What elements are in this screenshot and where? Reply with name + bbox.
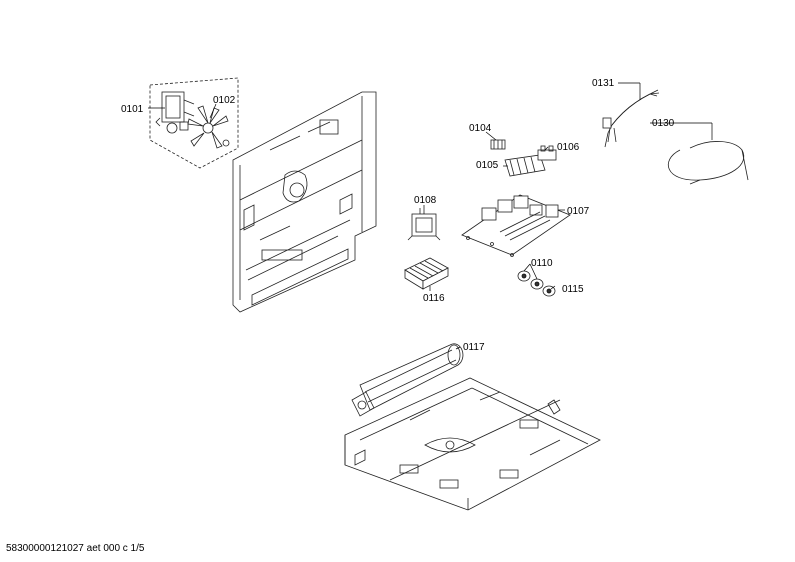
heatsink-module: [404, 257, 449, 290]
leader-lines: [148, 82, 713, 350]
label-0131: 0131: [592, 78, 615, 89]
label-0130: 0130: [652, 118, 675, 129]
connector-0104: [490, 139, 506, 150]
fan-motor-assembly: [149, 77, 239, 169]
label-0104: 0104: [469, 123, 492, 134]
control-circuit-board: [461, 194, 571, 257]
label-0105: 0105: [476, 160, 499, 171]
label-0110: 0110: [531, 258, 553, 269]
back-wall-panel: [232, 91, 377, 313]
label-0102: 0102: [213, 95, 236, 106]
label-0115: 0115: [562, 284, 584, 295]
oven-base-tray: [344, 377, 601, 511]
part-labels: 0101 0102 0104 0105 0106 0107 0108 0110 …: [121, 78, 675, 353]
fan-impeller: [187, 105, 230, 149]
label-0108: 0108: [414, 195, 437, 206]
label-0107: 0107: [567, 206, 590, 217]
terminal-strip: [504, 145, 557, 177]
label-0101: 0101: [121, 104, 144, 115]
label-0116: 0116: [423, 293, 445, 304]
label-0106: 0106: [557, 142, 580, 153]
label-0117: 0117: [463, 342, 485, 353]
cable-loop: [668, 141, 749, 185]
wiring-harness: [602, 89, 660, 148]
document-id: 58300000121027 aet 000 c 1/5: [6, 543, 145, 554]
thermal-fuse-set: [517, 270, 556, 297]
transformer: [407, 208, 441, 241]
heating-element-tube: [351, 343, 464, 417]
